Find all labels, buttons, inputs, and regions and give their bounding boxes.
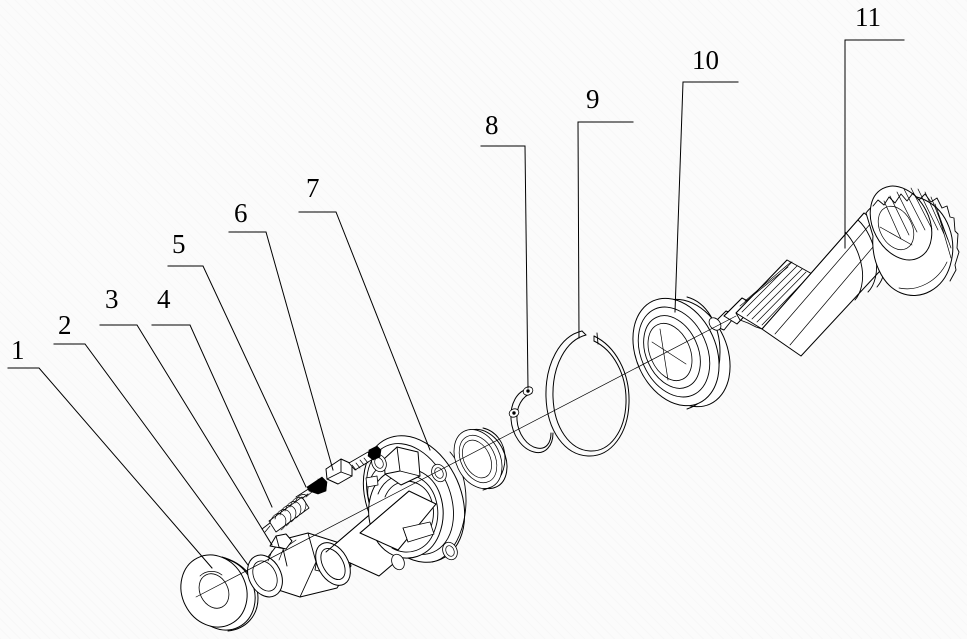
leader-2: [53, 343, 249, 566]
callout-label-9: 9: [586, 84, 600, 114]
part-snap-ring: [545, 330, 630, 457]
leader-10: [674, 81, 739, 313]
callout-label-5: 5: [172, 229, 186, 259]
callout-leaders: [7, 39, 905, 569]
callout-label-11: 11: [855, 2, 881, 32]
callout-label-2: 2: [58, 310, 72, 340]
leader-4: [151, 324, 273, 508]
callout-label-3: 3: [105, 284, 119, 314]
part-spring-pin: [295, 476, 328, 498]
callout-label-8: 8: [485, 110, 499, 140]
leader-5: [167, 265, 307, 488]
part-circlip-small: [508, 386, 554, 454]
part-bearing-cover-housing: [315, 427, 508, 586]
assembly-centreline: [195, 315, 737, 598]
callout-label-1: 1: [11, 335, 25, 365]
callout-label-7: 7: [306, 173, 320, 203]
leader-1: [7, 367, 213, 569]
part-ball-bearing: [632, 296, 731, 410]
part-input-shaft: [708, 185, 960, 357]
leader-7: [298, 211, 431, 451]
part-coil-spring: [261, 490, 314, 533]
callout-label-6: 6: [234, 198, 248, 228]
leader-8: [480, 145, 529, 389]
callout-label-4: 4: [157, 284, 171, 314]
leader-3: [99, 324, 273, 546]
part-release-bearing: [180, 554, 259, 632]
leader-11: [844, 39, 905, 249]
leader-6: [228, 231, 334, 471]
callout-label-10: 10: [692, 45, 719, 75]
part-set-screw: [325, 445, 382, 485]
leader-9: [577, 121, 634, 339]
